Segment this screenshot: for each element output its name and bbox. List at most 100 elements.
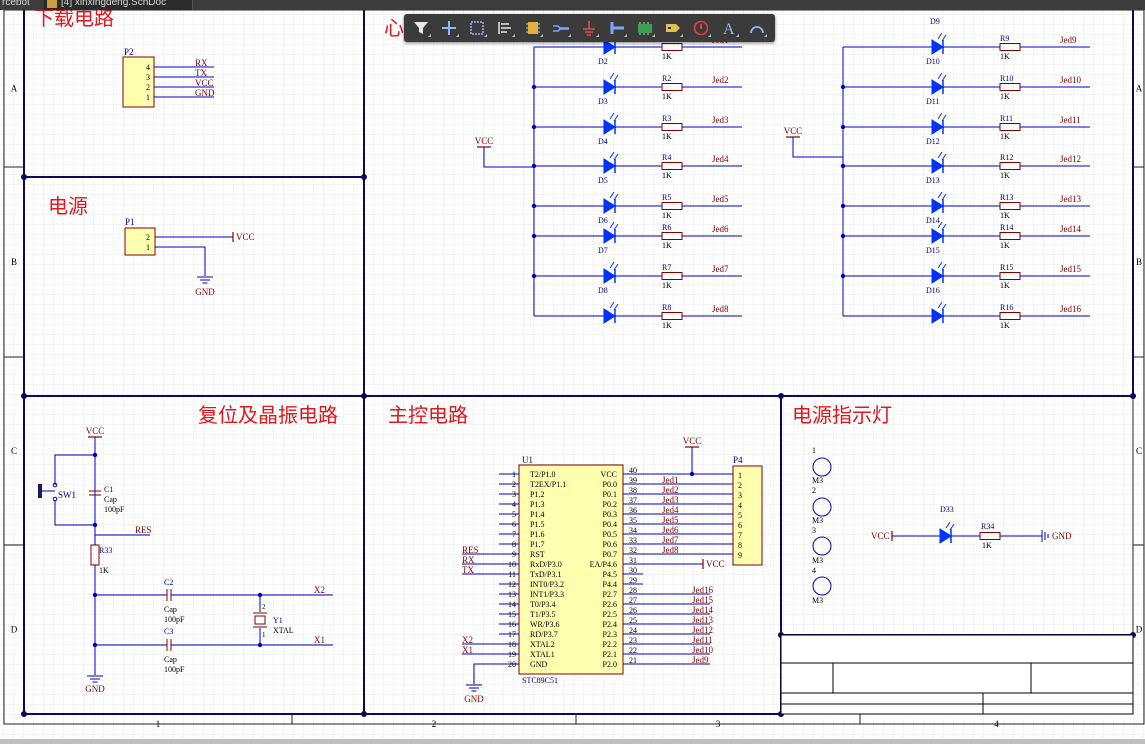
mcu-pin-number: 19 bbox=[508, 650, 516, 659]
led-triangle bbox=[939, 528, 952, 544]
led-arrow bbox=[941, 223, 947, 231]
plus-icon bbox=[441, 21, 456, 35]
reset-res-label: RES bbox=[135, 525, 152, 535]
p1-gnd-wire bbox=[155, 246, 206, 276]
c3-type: Cap bbox=[164, 655, 177, 664]
led-arrow bbox=[613, 223, 619, 231]
p2-pin-number: 4 bbox=[146, 63, 150, 72]
mcu-pin-name: P2.0 bbox=[603, 660, 617, 669]
filter-tool-button[interactable] bbox=[410, 17, 431, 39]
tab-active-document[interactable]: [4] xinxingdeng.SchDoc bbox=[44, 0, 193, 10]
led-net-label: Jed12 bbox=[1060, 154, 1081, 164]
section-title-heart: 心 bbox=[384, 16, 404, 40]
mount-number: 4 bbox=[812, 566, 816, 575]
led-designator: D6 bbox=[598, 216, 608, 225]
wire-tool-button[interactable] bbox=[550, 17, 571, 39]
mcu-pin-name: P2.7 bbox=[603, 590, 617, 599]
led-net-label: Jed15 bbox=[1060, 264, 1081, 274]
mcu-pin-name: INT0/P3.2 bbox=[530, 580, 564, 589]
c2-designator: C2 bbox=[164, 578, 173, 587]
dropdown-caret bbox=[568, 34, 571, 37]
col-marker: 3 bbox=[716, 719, 721, 729]
led-net-label: Jed16 bbox=[1060, 304, 1081, 314]
led-net-label: Jed7 bbox=[712, 264, 729, 274]
led-arrow bbox=[937, 301, 943, 309]
led-triangle bbox=[931, 198, 944, 214]
component-tool-button[interactable] bbox=[522, 17, 543, 39]
resistor-designator: R14 bbox=[1000, 223, 1013, 232]
resistor-value: 1K bbox=[662, 132, 672, 141]
chip-tool-button[interactable] bbox=[634, 17, 655, 39]
crystal-y1 bbox=[254, 615, 266, 625]
mcu-pin-name: P1.4 bbox=[530, 510, 544, 519]
align-tool-button[interactable] bbox=[494, 17, 515, 39]
mcu-pin-name: P0.4 bbox=[603, 520, 617, 529]
arc-tool-button[interactable] bbox=[746, 17, 767, 39]
section-title-power: 电源 bbox=[48, 194, 88, 218]
led-arrow bbox=[941, 34, 947, 42]
power-port-tool-button[interactable] bbox=[578, 17, 599, 39]
port-tool-button[interactable] bbox=[690, 17, 711, 39]
mcu-pin-name: P1.2 bbox=[530, 490, 544, 499]
power-port-icon bbox=[582, 21, 595, 36]
p1-pin-number: 2 bbox=[146, 233, 150, 242]
net-label-icon bbox=[665, 24, 680, 32]
section-title-download: 下载电路 bbox=[34, 10, 114, 30]
schematic-active-bar: A bbox=[404, 14, 775, 42]
mcu-pin-name: P2.6 bbox=[603, 600, 617, 609]
dropdown-caret bbox=[596, 34, 599, 37]
mcu-pin-number: 22 bbox=[629, 646, 637, 655]
p4-pin-number: 5 bbox=[738, 511, 742, 520]
chip-icon bbox=[637, 22, 652, 35]
resistor-designator: R12 bbox=[1000, 153, 1013, 162]
led-triangle bbox=[603, 39, 616, 55]
mcu-pin-number: 40 bbox=[629, 466, 637, 475]
p4-pin-number: 7 bbox=[738, 531, 742, 540]
led-arrow bbox=[941, 74, 947, 82]
mcu-pin-number: 11 bbox=[508, 570, 516, 579]
d33-designator: D33 bbox=[940, 505, 954, 514]
mcu-pin-number: 5 bbox=[512, 510, 516, 519]
mcu-pin-name: T2EX/P1.1 bbox=[530, 480, 566, 489]
net-label-tool-button[interactable] bbox=[662, 17, 683, 39]
u1-designator: U1 bbox=[522, 455, 533, 465]
p2-designator: P2 bbox=[124, 47, 134, 57]
led-arrow bbox=[937, 112, 943, 120]
resistor-designator: R16 bbox=[1000, 303, 1013, 312]
mount-number: 3 bbox=[812, 526, 816, 535]
mcu-right-net-label: Jed3 bbox=[662, 495, 679, 505]
led-triangle bbox=[603, 268, 616, 284]
select-rect-tool-button[interactable] bbox=[466, 17, 487, 39]
mcu-pin-number: 12 bbox=[508, 580, 516, 589]
tab-prev-document[interactable]: rcebot bbox=[2, 0, 30, 8]
mcu-pin-number: 28 bbox=[629, 586, 637, 595]
mcu-pin-number: 26 bbox=[629, 606, 637, 615]
mcu-pin-name: P1.5 bbox=[530, 520, 544, 529]
row-marker: D bbox=[1136, 625, 1143, 635]
plus-tool-button[interactable] bbox=[438, 17, 459, 39]
mcu-pin-name: P0.5 bbox=[603, 530, 617, 539]
led bbox=[931, 32, 947, 55]
mcu-right-net-label: Jed2 bbox=[662, 485, 679, 495]
p4-pin-number: 1 bbox=[738, 471, 742, 480]
text-tool-button[interactable]: A bbox=[718, 17, 739, 39]
connector-p4 bbox=[732, 465, 763, 566]
col-marker: 2 bbox=[432, 719, 437, 729]
led-net-label: Jed14 bbox=[1060, 224, 1081, 234]
resistor-designator: R6 bbox=[662, 223, 671, 232]
led-arrow bbox=[613, 303, 619, 311]
dropdown-caret bbox=[624, 34, 627, 37]
row-marker: C bbox=[1136, 446, 1142, 456]
led-arrow bbox=[609, 151, 615, 159]
r34-designator: R34 bbox=[981, 522, 994, 531]
led-arrow bbox=[937, 221, 943, 229]
p4-pin-number: 9 bbox=[738, 551, 742, 560]
mcu-pin-name: T0/P3.4 bbox=[530, 600, 556, 609]
mcu-left-net-label: X2 bbox=[462, 635, 473, 645]
mcu-pin-name: T1/P3.5 bbox=[530, 610, 556, 619]
bus-tool-button[interactable] bbox=[606, 17, 627, 39]
mcu-right-net-label: Jed9 bbox=[692, 655, 709, 665]
port-icon bbox=[693, 20, 708, 36]
led-triangle bbox=[931, 158, 944, 174]
